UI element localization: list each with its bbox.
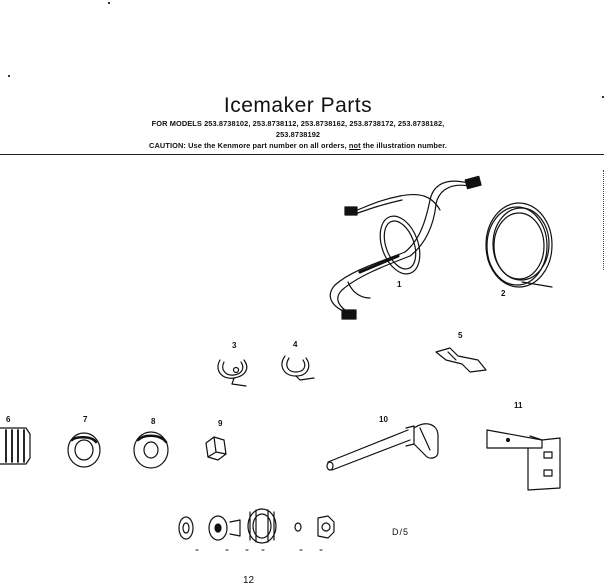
caution-emphasis: not bbox=[348, 141, 361, 150]
part-7-grommet bbox=[67, 432, 101, 468]
models-line-2: 253.8738192 bbox=[275, 130, 321, 139]
scan-speck bbox=[8, 75, 10, 77]
header-rule bbox=[0, 154, 604, 155]
callout-11: 11 bbox=[514, 401, 523, 410]
part-4-clamp bbox=[281, 355, 315, 381]
part-1-wire-harness bbox=[329, 175, 482, 320]
callout-8: 8 bbox=[151, 417, 156, 426]
part-5-bracket bbox=[435, 347, 487, 373]
callout-7: 7 bbox=[83, 415, 88, 424]
models-line-1: FOR MODELS 253.8738102, 253.8738112, 253… bbox=[151, 119, 445, 128]
callout-9: 9 bbox=[218, 419, 223, 428]
callout-4: 4 bbox=[293, 340, 298, 349]
exploded-shaft-assembly bbox=[178, 508, 335, 551]
caution-prefix: CAUTION: Use the Kenmore part number on … bbox=[149, 141, 349, 150]
diagram-code: D/5 bbox=[392, 527, 410, 537]
callout-10: 10 bbox=[379, 415, 388, 424]
caution-note: CAUTION: Use the Kenmore part number on … bbox=[0, 141, 596, 150]
part-6-connector bbox=[0, 427, 31, 465]
scan-speck bbox=[108, 2, 110, 4]
part-3-clamp bbox=[217, 359, 248, 387]
callout-2: 2 bbox=[501, 289, 506, 298]
caution-suffix: the illustration number. bbox=[360, 141, 447, 150]
part-8-bushing bbox=[133, 431, 169, 469]
callout-3: 3 bbox=[232, 341, 237, 350]
page-edge-mark bbox=[603, 170, 604, 270]
callout-5: 5 bbox=[458, 331, 463, 340]
part-2-coiled-tube bbox=[485, 202, 553, 288]
part-10-fill-tube bbox=[326, 423, 439, 471]
page-title: Icemaker Parts bbox=[223, 94, 373, 117]
scan-speck bbox=[602, 96, 604, 98]
callout-1: 1 bbox=[397, 280, 402, 289]
callout-6: 6 bbox=[6, 415, 11, 424]
part-9-nut bbox=[205, 436, 227, 461]
page-number: 12 bbox=[243, 575, 255, 586]
part-11-mounting-bracket bbox=[486, 429, 561, 491]
